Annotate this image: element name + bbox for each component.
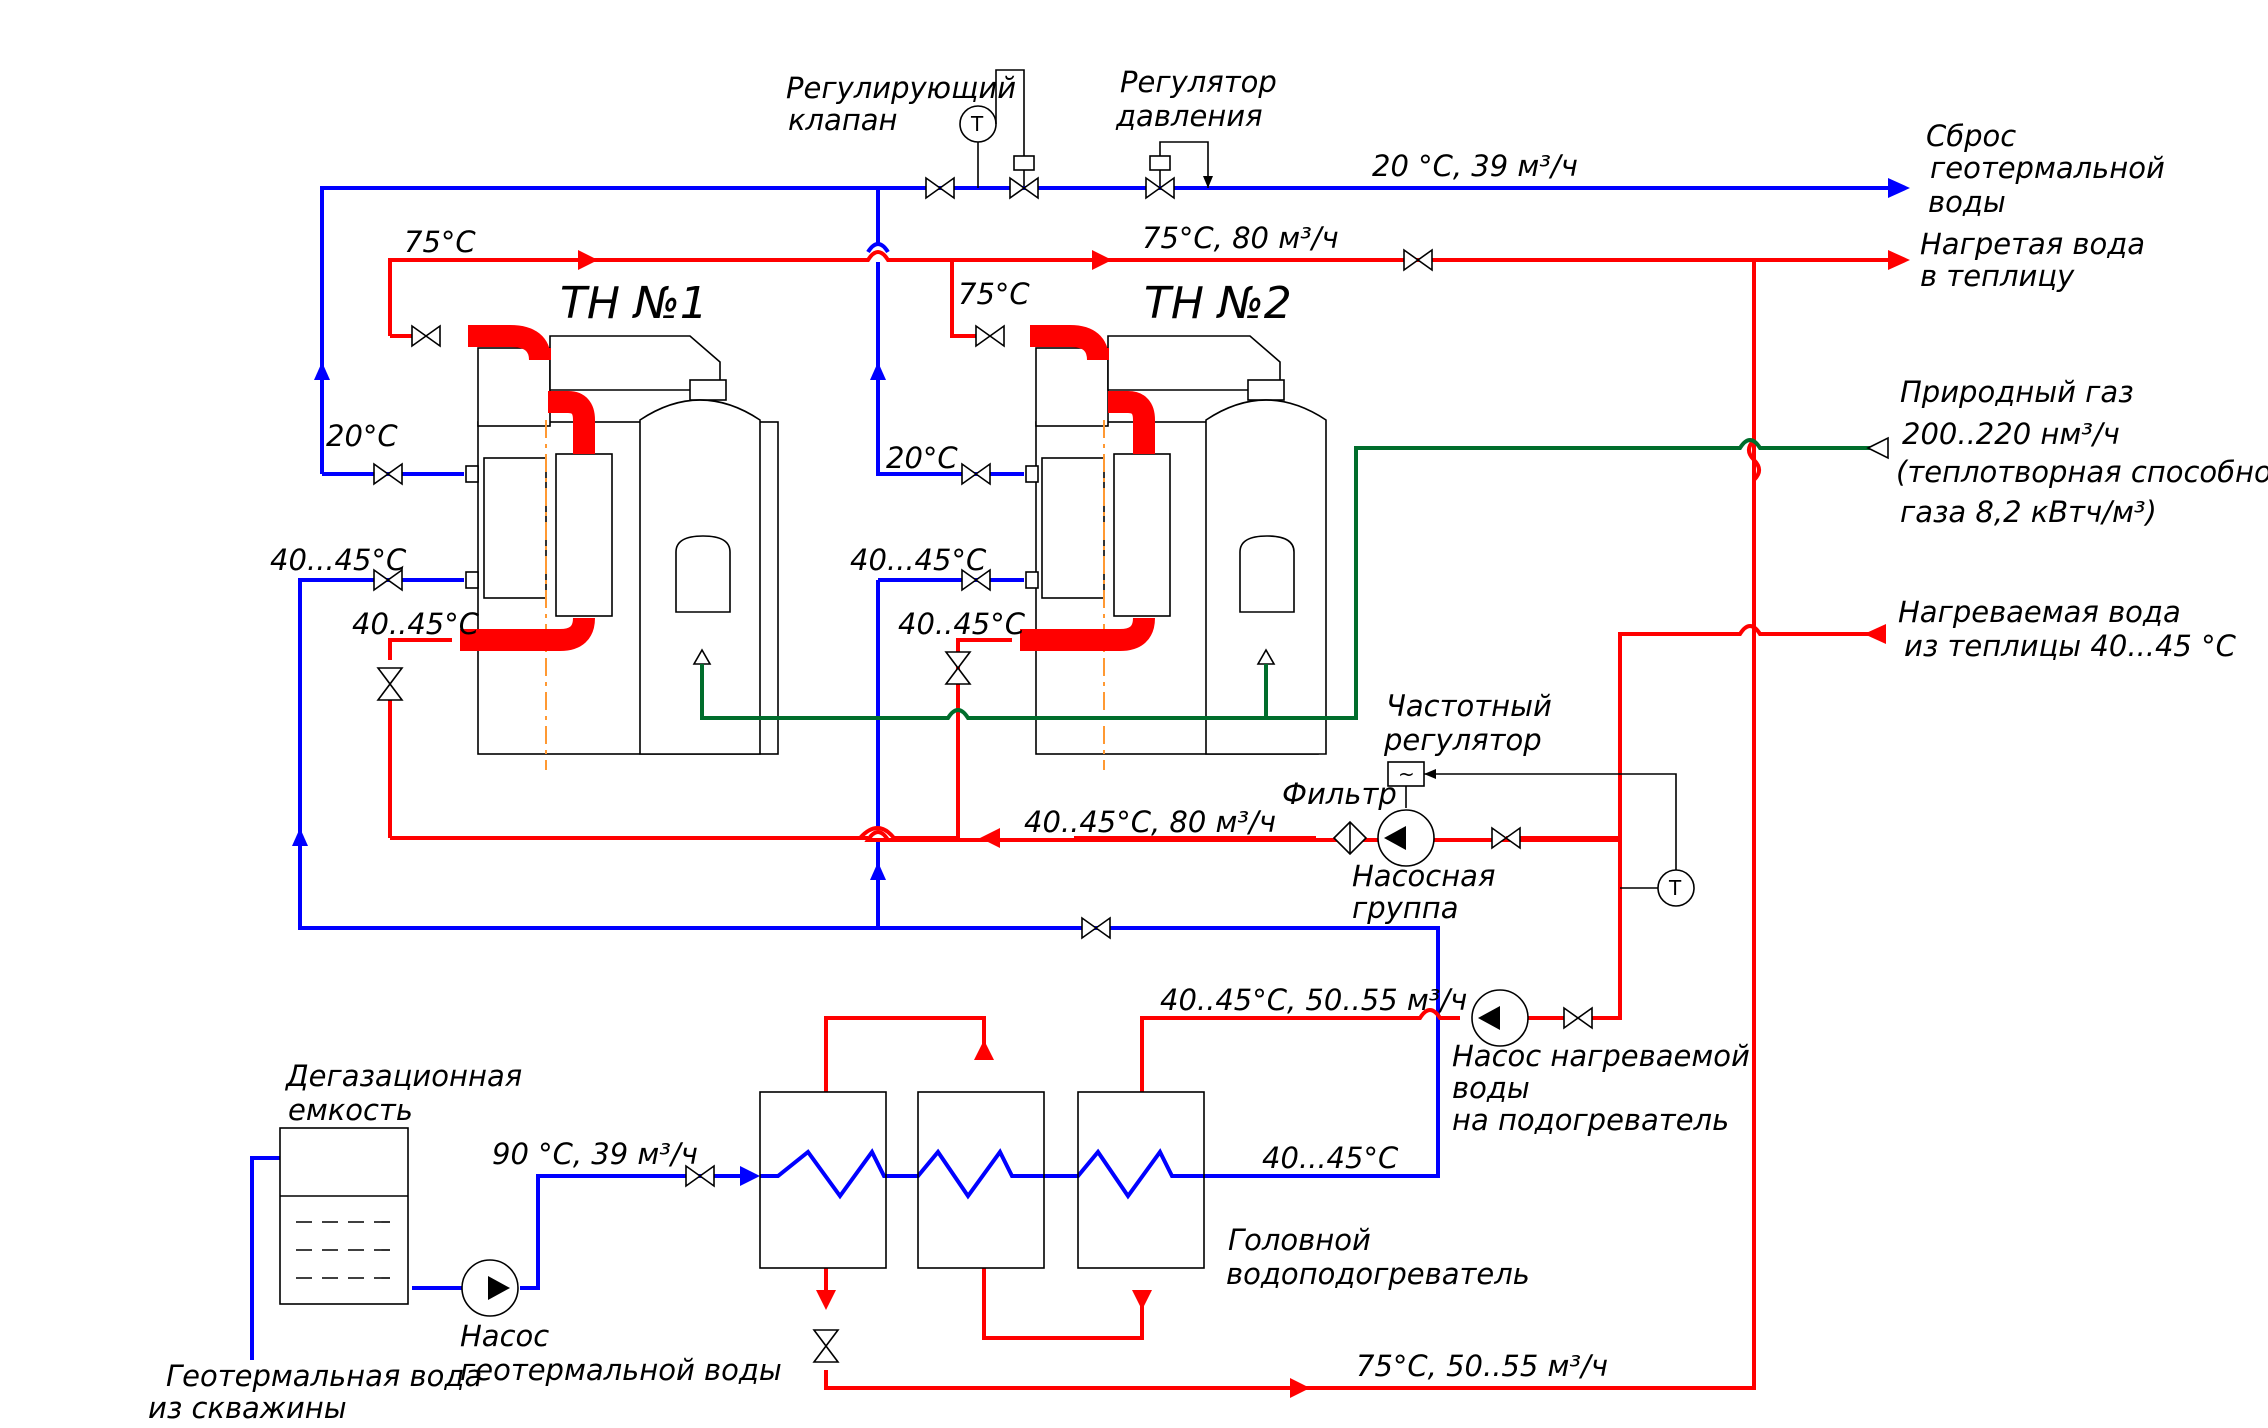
svg-text:40..45°С: 40..45°С [352, 607, 480, 641]
svg-text:геотермальной воды: геотермальной воды [460, 1353, 782, 1387]
svg-text:Регулятор: Регулятор [1120, 65, 1277, 99]
svg-text:20°С: 20°С [326, 419, 398, 453]
svg-text:Дегазационная: Дегазационная [284, 1059, 522, 1093]
svg-text:90 °С, 39 м³/ч: 90 °С, 39 м³/ч [492, 1137, 698, 1171]
heat-pump-1 [460, 325, 779, 770]
svg-text:Регулирующий: Регулирующий [786, 71, 1016, 105]
head-heaters [759, 1091, 1205, 1269]
instruments: T ~ T [959, 69, 1695, 907]
svg-text:20°С: 20°С [886, 441, 958, 475]
svg-text:Насос: Насос [460, 1319, 549, 1353]
geothermal-pipes [250, 178, 1910, 1360]
svg-text:из скважины: из скважины [148, 1391, 347, 1425]
svg-text:Насосная: Насосная [1352, 859, 1495, 893]
svg-text:T: T [1668, 876, 1682, 900]
svg-text:40..45°С: 40..45°С [898, 607, 1026, 641]
hp2-title: ТН №2 [1144, 278, 1292, 329]
svg-text:40..45°С, 50..55 м³/ч: 40..45°С, 50..55 м³/ч [1160, 983, 1467, 1017]
degassing-tank [279, 1127, 409, 1305]
svg-text:геотермальной: геотермальной [1930, 151, 2165, 185]
svg-text:Насос нагреваемой: Насос нагреваемой [1452, 1039, 1750, 1073]
svg-text:водоподогреватель: водоподогреватель [1226, 1257, 1530, 1291]
svg-text:~: ~ [1398, 762, 1415, 786]
svg-text:на подогреватель: на подогреватель [1452, 1103, 1729, 1137]
svg-text:воды: воды [1452, 1071, 1530, 1105]
svg-text:(теплотворная способность: (теплотворная способность [1896, 455, 2268, 489]
svg-text:из теплицы 40...45 °С: из теплицы 40...45 °С [1904, 629, 2237, 663]
svg-text:T: T [970, 112, 984, 136]
svg-text:Геотермальная вода: Геотермальная вода [166, 1359, 482, 1393]
heat-pump-2 [1020, 325, 1327, 770]
valves [373, 155, 1593, 1363]
svg-text:регулятор: регулятор [1383, 723, 1542, 757]
svg-text:в теплицу: в теплицу [1920, 259, 2075, 293]
gas-pipes [700, 436, 1889, 720]
svg-text:Нагреваемая вода: Нагреваемая вода [1898, 595, 2181, 629]
svg-text:75°С, 80 м³/ч: 75°С, 80 м³/ч [1142, 221, 1339, 255]
svg-text:клапан: клапан [788, 103, 898, 137]
svg-text:Частотный: Частотный [1386, 689, 1552, 723]
svg-text:40..45°С, 80 м³/ч: 40..45°С, 80 м³/ч [1024, 805, 1276, 839]
svg-text:давления: давления [1115, 99, 1263, 133]
svg-text:емкость: емкость [288, 1093, 413, 1127]
hp1-title: ТН №1 [560, 278, 708, 329]
svg-text:воды: воды [1928, 185, 2006, 219]
svg-text:20 °С, 39 м³/ч: 20 °С, 39 м³/ч [1372, 149, 1578, 183]
svg-text:40...45°С: 40...45°С [850, 543, 987, 577]
labels: ТН №1 ТН №2 Регулирующий клапан Регулято… [148, 65, 2268, 1425]
svg-text:75°С: 75°С [404, 225, 476, 259]
svg-text:40...45°С: 40...45°С [270, 543, 407, 577]
svg-text:Природный газ: Природный газ [1900, 375, 2134, 409]
svg-text:75°С: 75°С [958, 277, 1030, 311]
svg-text:40...45°С: 40...45°С [1262, 1141, 1399, 1175]
svg-text:Фильтр: Фильтр [1282, 777, 1397, 811]
svg-text:Головной: Головной [1228, 1223, 1371, 1257]
svg-text:газа 8,2 кВтч/м³): газа 8,2 кВтч/м³) [1900, 495, 2157, 529]
svg-text:200..220 нм³/ч: 200..220 нм³/ч [1902, 417, 2120, 451]
heated-water-pipes [388, 250, 1910, 1398]
svg-text:Нагретая вода: Нагретая вода [1920, 227, 2145, 261]
svg-text:группа: группа [1352, 891, 1459, 925]
svg-text:75°С, 50..55 м³/ч: 75°С, 50..55 м³/ч [1356, 1349, 1608, 1383]
pumps [461, 809, 1529, 1317]
svg-text:Сброс: Сброс [1926, 119, 2016, 153]
